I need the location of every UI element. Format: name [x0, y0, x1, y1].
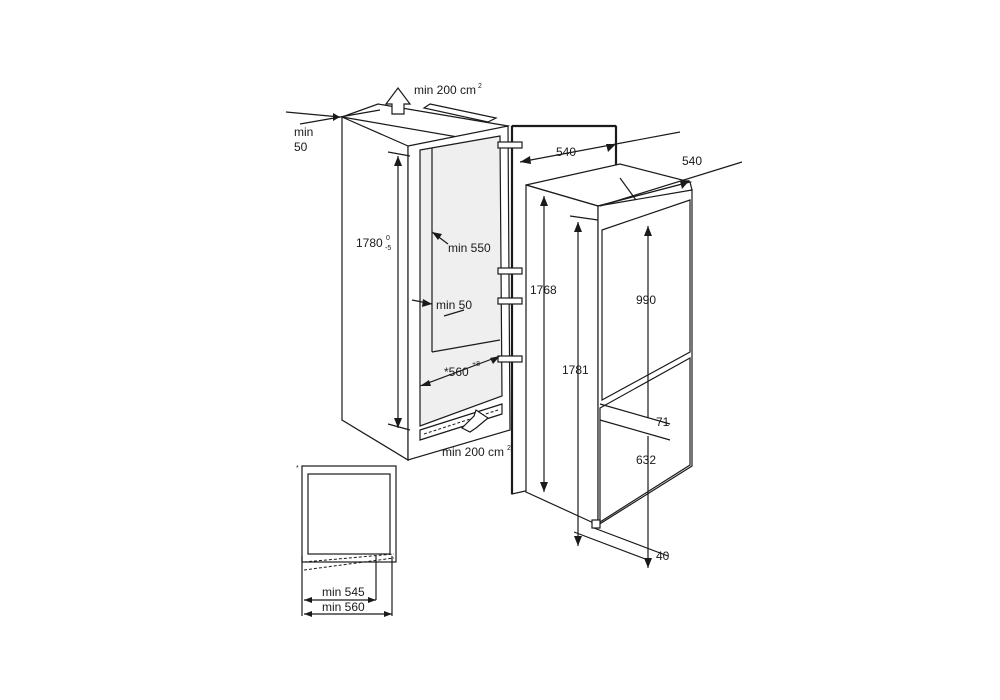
gap-arrow: [443, 309, 465, 317]
niche-height-label: 1780: [356, 236, 383, 250]
door-gap-label: 71: [656, 415, 670, 429]
niche-cabinet: [339, 103, 511, 462]
ext-line: [593, 527, 669, 557]
vent-in-arrow-icon: [460, 409, 490, 433]
arrowhead-icon: [394, 418, 402, 428]
side-gap-dim: [285, 111, 341, 118]
ext-line: [569, 215, 599, 221]
ext-line: [599, 419, 671, 441]
appliance-side: [525, 184, 599, 526]
dimension-lines: [285, 87, 743, 568]
niche-inner-floor: [431, 339, 501, 353]
arrowhead-icon: [304, 611, 312, 617]
inset-inner-frame: [307, 473, 391, 555]
appliance: [525, 163, 693, 529]
ext-line: [599, 403, 671, 425]
lower-door-label: 632: [636, 453, 656, 467]
side-gap-min-label: min: [294, 125, 313, 139]
hinge-icon: [497, 267, 523, 275]
appliance-depth-label: 540: [682, 154, 702, 168]
arrowhead-icon: [680, 180, 690, 189]
arrowhead-icon: [644, 226, 652, 236]
vent-up-arrow-icon: [384, 87, 412, 115]
top-vent-strip: [422, 103, 498, 123]
side-gap-value: 50: [294, 140, 308, 154]
appliance-foot: [591, 519, 601, 529]
arrowhead-icon: [420, 380, 431, 386]
vent-bottom-label: min 200 cm: [442, 445, 504, 459]
appliance-depth-dim: [599, 161, 743, 207]
inset-dash: [303, 557, 395, 571]
body-height-label: 1768: [530, 283, 557, 297]
inset-min560-label: min 560: [322, 600, 365, 614]
arrowhead-icon: [574, 222, 582, 232]
arrowhead-icon: [520, 156, 531, 164]
arrowhead-icon: [384, 611, 392, 617]
hinge-icon: [497, 141, 523, 149]
hinges: [497, 141, 523, 363]
upper-door-label: 990: [636, 293, 656, 307]
arrowhead-icon: [368, 597, 376, 603]
inset-star: *: [296, 465, 299, 472]
niche-width-dim: [419, 355, 501, 387]
arrowhead-icon: [432, 232, 442, 240]
base-vent-dash: [423, 409, 499, 435]
gap-min-label: min 50: [436, 298, 472, 312]
arrowhead-icon: [606, 144, 616, 152]
inset-dash: [303, 553, 395, 563]
ext-line: [619, 177, 637, 201]
labels: min 200 cm 2 min 50 1780 0 -5 min 550 mi…: [294, 83, 702, 614]
niche-width-label: *560: [444, 365, 469, 379]
niche-height-tol-bot: -5: [385, 245, 391, 252]
door-panel: [510, 124, 618, 495]
total-height-label: 1781: [562, 363, 589, 377]
foot-height-label: 40: [656, 549, 670, 563]
arrowhead-icon: [644, 558, 652, 568]
arrowhead-icon: [304, 597, 312, 603]
arrowhead-icon: [540, 482, 548, 492]
inset-min545-label: min 545: [322, 585, 365, 599]
depth-min-label: min 550: [448, 241, 491, 255]
arrowhead-icon: [333, 113, 340, 121]
vent-top-sup: 2: [478, 83, 482, 90]
upper-door: [601, 199, 691, 402]
vent-bottom-sup: 2: [507, 445, 511, 452]
niche-height-tol-top: 0: [386, 235, 390, 242]
inset-frame: [301, 465, 397, 563]
door-depth-dim: [519, 131, 681, 163]
niche-opening: [419, 135, 503, 427]
hinge-icon: [497, 355, 523, 363]
ext-line: [387, 423, 411, 431]
arrowhead-icon: [540, 196, 548, 206]
arrowhead-icon: [422, 299, 432, 307]
arrowhead-icon: [394, 156, 402, 166]
arrowhead-icon: [490, 356, 500, 364]
hinge-icon: [497, 297, 523, 305]
arrowhead-icon: [574, 536, 582, 546]
door-depth-label: 540: [556, 145, 576, 159]
ext-line: [387, 151, 411, 157]
lower-door: [599, 356, 691, 524]
vent-top-label: min 200 cm: [414, 83, 476, 97]
ext-line: [573, 531, 649, 561]
niche-width-tol: +8: [472, 361, 480, 368]
inset-detail: [301, 465, 397, 617]
